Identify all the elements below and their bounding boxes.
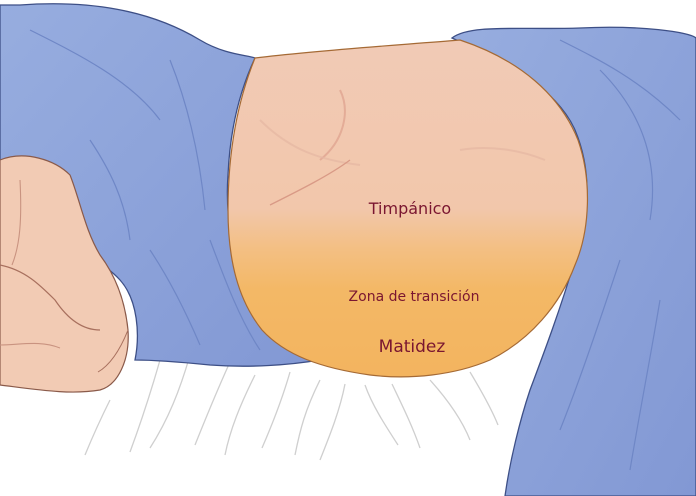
tympanic-label: Timpánico: [369, 199, 451, 218]
transition-zone-label: Zona de transición: [349, 289, 480, 305]
dullness-label: Matidez: [379, 337, 446, 357]
